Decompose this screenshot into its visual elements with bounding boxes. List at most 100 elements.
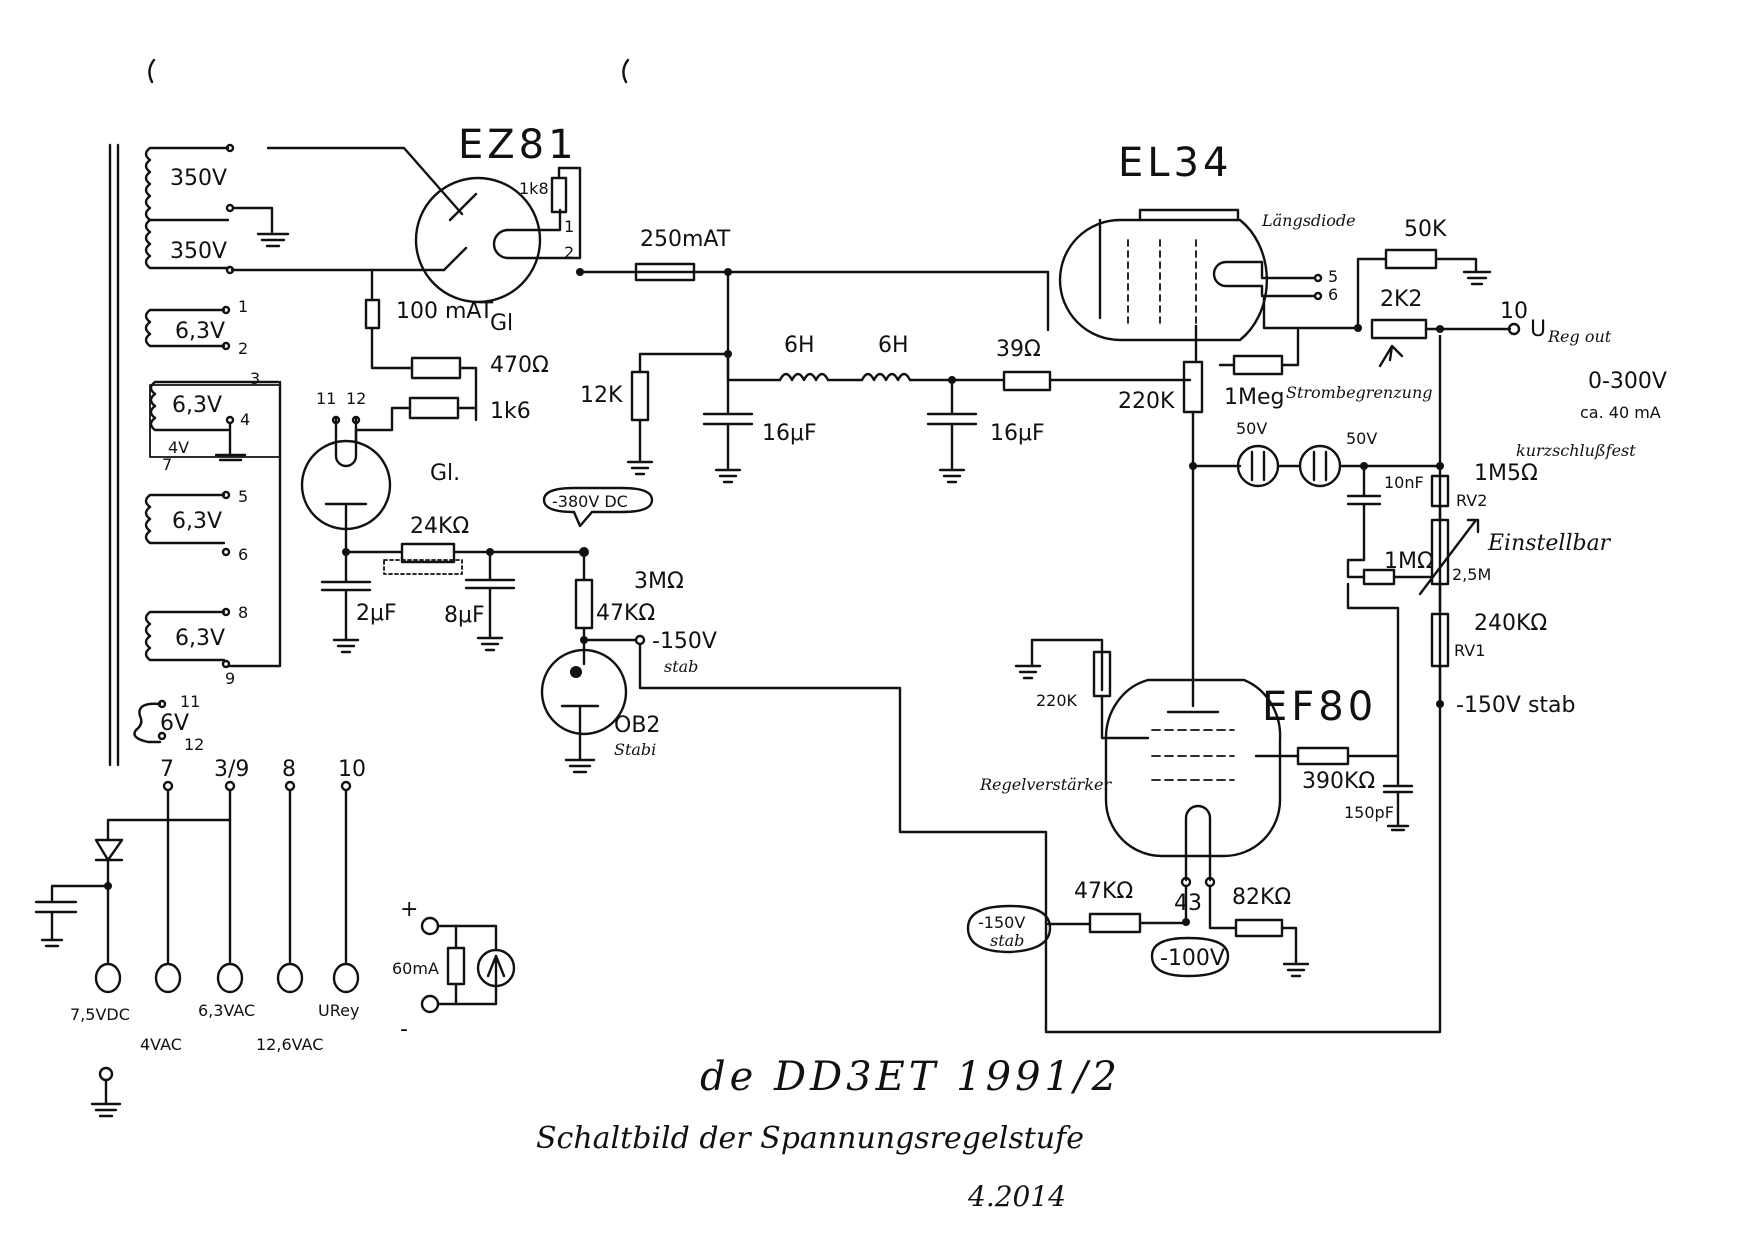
ef80-section: 220K 50V 50V 10nF 1M5Ω RV2 kurzschlußfes… [966, 360, 1636, 978]
el34-tube: EL34 5 6 Längsdiode [1046, 140, 1360, 362]
neg-150-stab: stab [664, 657, 698, 676]
c-50b-label: 50V [1346, 429, 1377, 448]
heater2-label: 6,3V [172, 393, 222, 418]
output-range: 0-300V [1588, 369, 1667, 394]
pin-5: 5 [238, 487, 248, 506]
regelverst-label: Regelverstärker [979, 775, 1112, 794]
date: 4.2014 [967, 1180, 1066, 1213]
r-220k-label: 220K [1118, 389, 1175, 414]
conn-bottom-126vac: 12,6VAC [256, 1035, 323, 1054]
filter-chain: 12K 16μF 6H 6H 16μF 39Ω [580, 268, 1192, 484]
output-connector: 7 3/9 8 10 7,5VDC 6,3VAC URey 4VAC 12,6V… [34, 757, 366, 1118]
scan-mark-right [622, 58, 630, 84]
heater1-label: 6,3V [175, 319, 225, 344]
conn-bottom-63vac: 6,3VAC [198, 1001, 255, 1020]
pin-6: 6 [238, 545, 248, 564]
pot-val-label: 2,5M [1452, 565, 1491, 584]
meter-plus: + [400, 897, 418, 922]
neg-100-label: -100V [1160, 946, 1225, 971]
c-150p-label: 150pF [1344, 803, 1394, 822]
el34-pin6: 6 [1328, 285, 1338, 304]
c-8u-label: 8μF [444, 603, 485, 628]
footer: de DD3ET 1991/2 Schaltbild der Spannungs… [536, 1054, 1121, 1213]
r-1meg-label: 1Meg [1224, 385, 1284, 410]
conn-top-7: 7 [160, 757, 174, 782]
pin-1: 1 [238, 297, 248, 316]
r-470-label: 470Ω [490, 353, 549, 378]
r-47k2-label: 47KΩ [1074, 879, 1133, 904]
ammeter: + 60mA - [392, 897, 516, 1042]
ez-pin1: 1 [564, 217, 574, 236]
gl-pin12: 12 [346, 389, 366, 408]
negative-supply: 100 mAT Gl 470Ω 1k6 11 12 Gl. 24KΩ 2μF 8… [300, 268, 1442, 1034]
r-220k2-label: 220K [1036, 691, 1078, 710]
c-10n-label: 10nF [1384, 473, 1424, 492]
meter-minus: - [400, 1017, 408, 1042]
c-16a-label: 16μF [762, 421, 817, 446]
conn-bottom-ureg: URey [318, 1001, 359, 1020]
output-current: ca. 40 mA [1580, 403, 1661, 422]
conn-top-39: 3/9 [214, 757, 249, 782]
output-u-sub: Reg out [1547, 327, 1612, 346]
r-1k6-label: 1k6 [490, 399, 531, 424]
pin-2: 2 [238, 339, 248, 358]
r-50k-label: 50K [1404, 217, 1447, 242]
signature: de DD3ET 1991/2 [700, 1054, 1121, 1100]
rv1-label: RV1 [1454, 641, 1485, 660]
heater2-tap: 4V [168, 438, 189, 457]
r-2k2-label: 2K2 [1380, 287, 1422, 312]
einstell-label: Einstellbar [1487, 531, 1612, 556]
kurzschluss-label: kurzschlußfest [1516, 441, 1636, 460]
pot-1m-label: 1MΩ [1384, 549, 1434, 574]
ez81-label: EZ81 [458, 122, 578, 168]
ef80-label: EF80 [1262, 684, 1377, 730]
laengs-label: Längsdiode [1261, 211, 1356, 230]
fuse-100-label: 100 mAT [396, 299, 494, 324]
r-3m-label: 3MΩ [634, 569, 684, 594]
conn-top-10: 10 [338, 757, 366, 782]
c-16b-label: 16μF [990, 421, 1045, 446]
neg-badge-stab: stab [990, 931, 1024, 950]
neg-stab-r-label: -150V stab [1456, 693, 1576, 718]
fuse-250-label: 250mAT [640, 227, 731, 252]
pin-12: 12 [184, 735, 204, 754]
current-limit-network: 50K 2K2 10 U Reg out 0-300V ca. 40 mA St… [1218, 217, 1667, 422]
transformer: 350V 350V 6,3V 1 2 6,3V 4V 3 4 7 6,3V 5 … [108, 143, 290, 767]
hv-upper-label: 350V [170, 166, 227, 191]
c-2u-label: 2μF [356, 601, 397, 626]
ob2-note: Stabi [614, 740, 656, 759]
r-1k8-label: 1k8 [519, 179, 549, 198]
gl-b-label: Gl. [430, 461, 460, 486]
pin-11: 11 [180, 692, 200, 711]
conn-bottom-75vdc: 7,5VDC [70, 1005, 130, 1024]
rv2-label: RV2 [1456, 491, 1487, 510]
r-390k-label: 390KΩ [1302, 769, 1375, 794]
el34-pin5: 5 [1328, 267, 1338, 286]
conn-bottom-4vac: 4VAC [140, 1035, 182, 1054]
pin-3: 3 [250, 369, 260, 388]
r-82k-label: 82KΩ [1232, 885, 1291, 910]
r-1m5-label: 1M5Ω [1474, 461, 1538, 486]
caption: Schaltbild der Spannungsregelstufe [536, 1121, 1084, 1156]
choke1-label: 6H [784, 333, 815, 358]
gl-pin11: 11 [316, 389, 336, 408]
heater5-label: 6V [160, 711, 189, 736]
output-terminal: 10 [1500, 299, 1528, 324]
output-u: U [1530, 317, 1546, 342]
ob2-label: OB2 [614, 713, 660, 738]
heater3-label: 6,3V [172, 509, 222, 534]
strombegr-label: Strombegrenzung [1286, 383, 1433, 402]
ez81-rectifier: EZ81 1k8 1 2 [230, 122, 1050, 304]
pin-8: 8 [238, 603, 248, 622]
hv-lower-label: 350V [170, 239, 227, 264]
heater4-label: 6,3V [175, 626, 225, 651]
r-240k-label: 240KΩ [1474, 611, 1547, 636]
r-47k-label: 47KΩ [596, 601, 655, 626]
r-39-label: 39Ω [996, 337, 1041, 362]
conn-top-8: 8 [282, 757, 296, 782]
el34-label: EL34 [1118, 140, 1232, 186]
meter-range: 60mA [392, 959, 439, 978]
pin-43-label: 43 [1174, 891, 1202, 916]
ez-pin2: 2 [564, 243, 574, 262]
neg-badge-label: -150V [978, 913, 1025, 932]
